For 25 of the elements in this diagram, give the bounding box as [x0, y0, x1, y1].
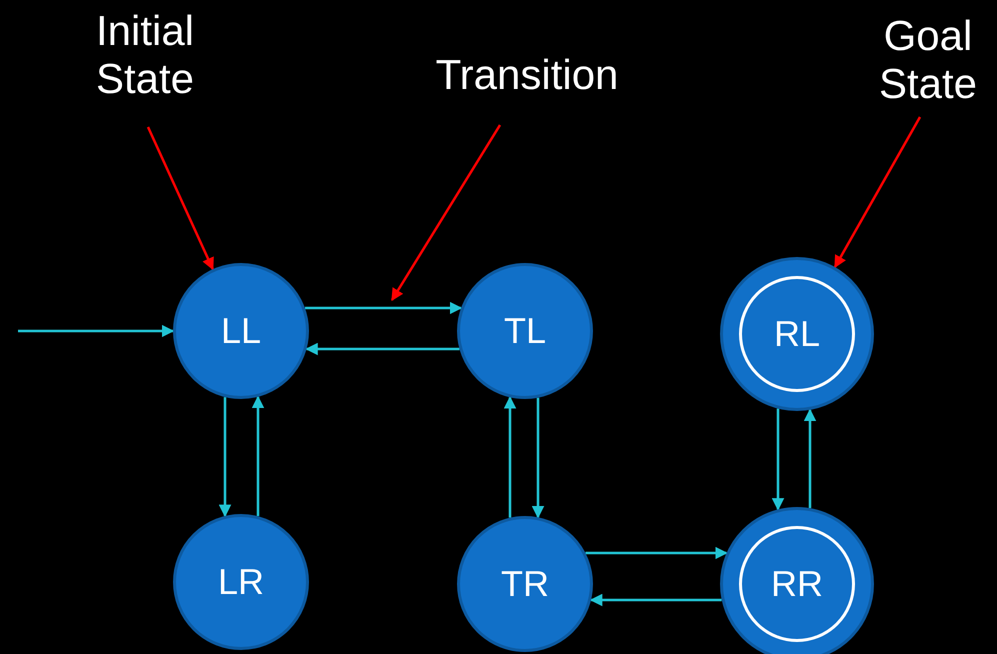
transition-arrow	[590, 594, 722, 606]
leader-arrow	[146, 126, 214, 270]
transition-arrow	[504, 396, 516, 518]
transition-arrow	[18, 324, 174, 338]
transition-arrow	[586, 546, 728, 560]
transition-arrow	[252, 396, 264, 516]
annotation-label: Transition	[407, 47, 647, 103]
state-label: TL	[504, 310, 546, 352]
accepting-state-ring	[739, 276, 855, 392]
transition-arrow	[305, 342, 460, 356]
accepting-state-ring	[739, 526, 855, 642]
leader-arrow	[834, 116, 922, 268]
transition-arrow	[305, 302, 462, 314]
leader-arrow	[390, 124, 502, 302]
transition-arrow	[772, 408, 784, 511]
annotation-label: Goal State	[863, 10, 993, 110]
state-label: LR	[218, 561, 264, 603]
annotation-label: Initial State	[75, 5, 215, 105]
state-label: RL	[774, 313, 820, 355]
transition-arrow	[804, 408, 816, 508]
transition-arrow	[532, 398, 544, 518]
state-label: TR	[501, 563, 549, 605]
state-label: LL	[220, 310, 262, 352]
transition-arrow	[218, 397, 232, 518]
state-label: RR	[771, 563, 823, 605]
